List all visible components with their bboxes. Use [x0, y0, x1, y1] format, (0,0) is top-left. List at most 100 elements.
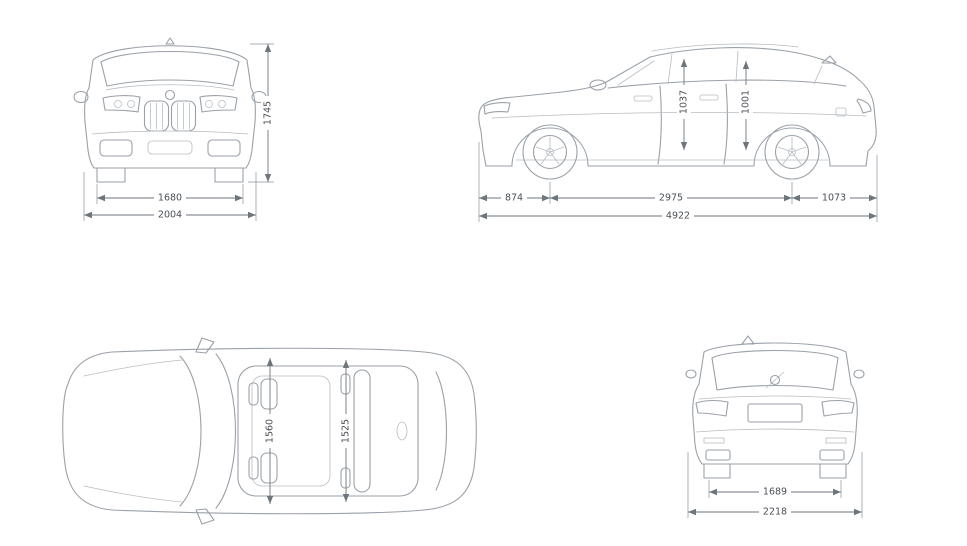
roof-rails	[651, 43, 799, 52]
wheelbase-label: 2975	[655, 191, 687, 205]
rear-overhang-label: 1073	[818, 191, 850, 205]
headlight-left	[102, 95, 141, 113]
brand-roundel-icon	[164, 89, 176, 101]
dimension-value: 4922	[666, 211, 690, 222]
top-dimensions: 1560 1525	[263, 358, 353, 504]
rear-mirror-right	[853, 369, 865, 379]
c-pillar-line	[735, 50, 739, 83]
height-dimension-label: 1745	[261, 96, 275, 130]
rear-wheel-right	[819, 463, 847, 479]
front-body-outline	[84, 45, 256, 169]
headlight-right	[199, 95, 238, 113]
headlight-ring	[127, 100, 135, 108]
side-view: 1037 1001 874 2975 1073	[478, 43, 878, 223]
front-headroom-label: 1037	[677, 85, 691, 119]
side-dimensions: 1037 1001 874 2975 1073	[478, 59, 878, 223]
grille-slats	[150, 102, 190, 130]
top-view: 1560 1525	[62, 337, 477, 525]
dimension-value: 1037	[679, 90, 690, 114]
front-hood-crease	[105, 84, 235, 91]
rear-door-line	[723, 83, 728, 165]
rear-car-drawing	[685, 335, 865, 479]
cargo-detail	[396, 421, 408, 441]
rear-door-handle	[699, 94, 719, 101]
headlight-ring	[218, 100, 226, 108]
headlight-ring	[114, 100, 122, 108]
dimension-value: 874	[505, 193, 523, 204]
hood-crease-bottom	[83, 485, 183, 503]
rear-view: 1689 2218	[685, 335, 865, 519]
reflector-right	[825, 437, 847, 444]
rear-dimensions: 1689 2218	[687, 452, 863, 519]
rear-width-label: 2218	[759, 505, 791, 519]
taillight-left	[695, 400, 729, 417]
taillight-right	[821, 400, 855, 417]
rear-bumper-line	[695, 428, 855, 433]
center-intake	[147, 140, 193, 155]
panoramic-roof	[237, 365, 419, 497]
hood-crease-top	[83, 359, 183, 377]
front-overhang-label: 874	[501, 191, 527, 205]
dimension-value: 1073	[822, 193, 846, 204]
rear-seat-headrest	[340, 373, 351, 395]
shark-fin-antenna-icon	[821, 55, 837, 64]
extension-line	[478, 142, 878, 222]
front-view: 1745 1680 2004	[73, 37, 275, 222]
overall-length-label: 4922	[662, 209, 694, 223]
exhaust-left	[705, 449, 731, 461]
front-seat-back	[260, 378, 278, 410]
front-interior-width-label: 1560	[263, 414, 277, 448]
windshield-base-line	[179, 355, 202, 507]
dimension-value: 2218	[763, 507, 787, 518]
greenhouse-beltline	[607, 79, 847, 89]
side-car-drawing	[478, 43, 877, 180]
front-left-mirror	[73, 90, 89, 104]
front-dimensions: 1745 1680 2004	[83, 43, 275, 222]
top-mirror-right	[195, 508, 215, 525]
fuel-door	[835, 107, 847, 117]
front-seat-back	[260, 452, 278, 484]
rear-wheel-left	[703, 463, 731, 479]
roof-antenna-icon	[165, 37, 175, 45]
license-plate-recess	[747, 403, 803, 423]
dimension-value: 1680	[158, 193, 182, 204]
rear-window-line	[435, 371, 448, 491]
front-wheel-left	[96, 167, 126, 183]
headlight-ring	[205, 100, 213, 108]
rear-wheel-rim	[774, 134, 810, 170]
dimension-value: 2004	[158, 210, 182, 221]
side-taillight	[856, 98, 872, 114]
rear-headroom-label: 1001	[739, 85, 753, 119]
front-seat-headrest	[248, 382, 259, 406]
width-dimension-label: 2004	[154, 208, 186, 222]
rear-mirror-left	[685, 369, 697, 379]
side-body-outline	[478, 47, 877, 167]
rear-window	[711, 349, 839, 391]
fog-intake-right	[207, 139, 241, 157]
a-pillar-line	[617, 60, 655, 86]
dimension-value: 1745	[263, 101, 274, 125]
rear-interior-width-label: 1525	[339, 414, 353, 448]
track-dimension-label: 1680	[154, 191, 186, 205]
b-pillar-line	[667, 53, 673, 85]
sunroof-panel	[251, 375, 331, 487]
reflector-left	[703, 437, 725, 444]
character-line	[491, 111, 867, 119]
dimension-value: 1560	[265, 419, 276, 443]
front-wheel-spokes	[535, 136, 565, 165]
dimension-value: 2975	[659, 193, 683, 204]
rear-wheel-spokes	[777, 136, 807, 165]
brand-roundel-icon	[769, 374, 781, 386]
fog-intake-left	[99, 139, 133, 157]
front-seat-headrest	[248, 456, 259, 480]
rear-body-outline	[692, 342, 858, 465]
front-wheel-tire	[522, 124, 578, 180]
dimension-value: 1001	[741, 90, 752, 114]
rear-wheel-tire	[764, 124, 820, 180]
rear-track-label: 1689	[759, 485, 791, 499]
extension-line	[687, 452, 863, 518]
top-mirror-left	[195, 337, 215, 354]
windshield-top-line	[215, 353, 237, 509]
